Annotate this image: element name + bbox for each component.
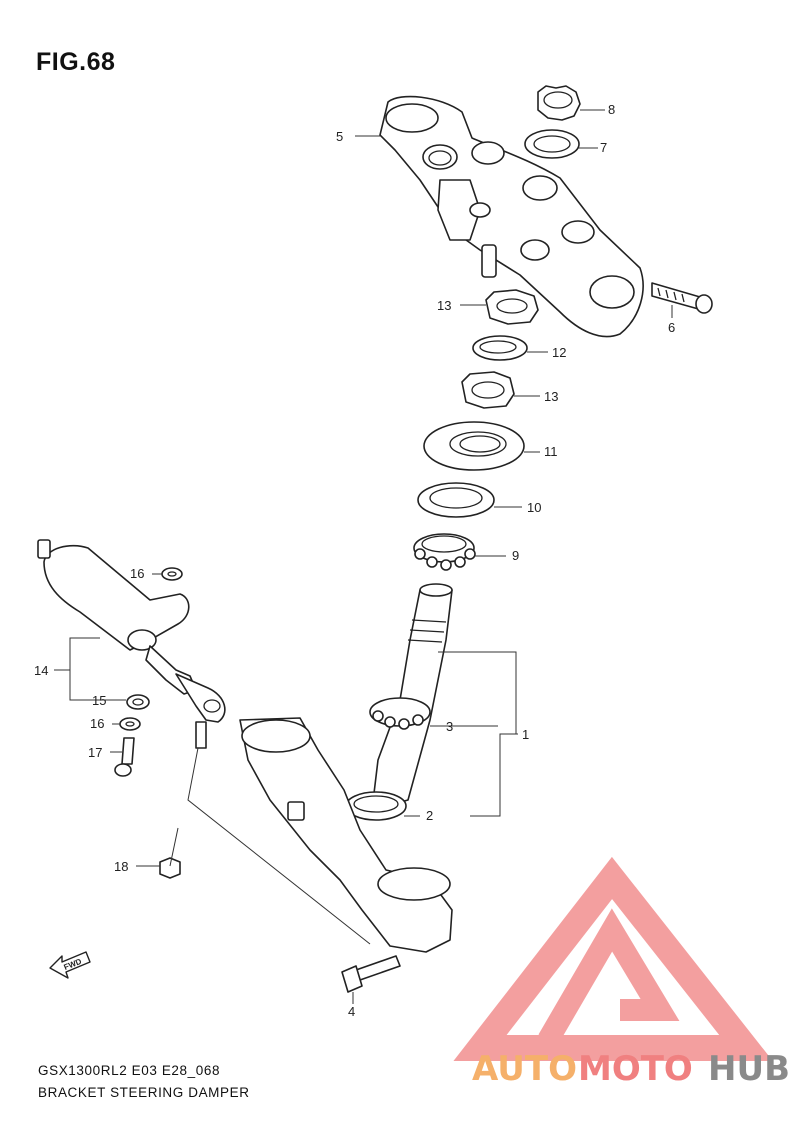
- bolt-part-17: [114, 737, 135, 777]
- callout-8: 8: [608, 102, 615, 117]
- washer-part-16-upper: [161, 567, 183, 581]
- bearing-race-part-10: [417, 482, 495, 518]
- figure-caption: BRACKET STEERING DAMPER: [38, 1085, 250, 1100]
- callout-2: 2: [426, 808, 433, 823]
- callout-11: 11: [544, 444, 558, 459]
- nut-part-18: [159, 857, 181, 879]
- steering-damper-part-14: [37, 539, 226, 749]
- leader-lines: [54, 109, 673, 1004]
- callout-16-upper: 16: [130, 566, 144, 581]
- bearing-race-part-2: [345, 791, 407, 821]
- callout-3: 3: [446, 719, 453, 734]
- steering-stem-part-1: [371, 583, 453, 811]
- lower-bracket-part: [239, 717, 453, 953]
- nut-part-8: [537, 85, 581, 121]
- callout-10: 10: [527, 500, 541, 515]
- callout-14: 14: [34, 663, 48, 678]
- bolt-part-4: [341, 955, 401, 993]
- callout-16-lower: 16: [90, 716, 104, 731]
- washer-part-7: [524, 129, 580, 159]
- washer-part-12: [472, 335, 528, 361]
- bearing-part-3: [369, 697, 431, 730]
- washer-part-15: [126, 694, 150, 710]
- bearing-part-9: [413, 533, 476, 571]
- watermark-logo: [453, 856, 773, 1061]
- callout-1: 1: [522, 727, 529, 742]
- dust-seal-part-11: [423, 421, 525, 471]
- callout-7: 7: [600, 140, 607, 155]
- watermark-brand-text: AUTO MOTO HUB: [472, 1049, 790, 1089]
- callout-13-lower: 13: [544, 389, 558, 404]
- callout-labels: 1 2 3 4 5 6 7 8 9 10 11 12 13 13 14 15 1…: [34, 102, 675, 1019]
- callout-12: 12: [552, 345, 566, 360]
- washer-part-16-lower: [119, 717, 141, 731]
- callout-18: 18: [114, 859, 128, 874]
- figure-title: FIG.68: [36, 48, 116, 76]
- callout-15: 15: [92, 693, 106, 708]
- callout-6: 6: [668, 320, 675, 335]
- callout-13-upper: 13: [437, 298, 451, 313]
- watermark-text-hub: HUB: [708, 1049, 790, 1089]
- bolt-part-6: [651, 282, 713, 314]
- watermark-text-moto: MOTO: [578, 1049, 693, 1089]
- upper-bracket-part: [379, 95, 644, 338]
- callout-5: 5: [336, 129, 343, 144]
- nut-part-13-lower: [461, 371, 515, 409]
- fwd-arrow-icon: FWD: [49, 951, 91, 979]
- callout-4: 4: [348, 1004, 355, 1019]
- nut-part-13-upper: [485, 289, 539, 325]
- callout-9: 9: [512, 548, 519, 563]
- callout-17: 17: [88, 745, 102, 760]
- model-code: GSX1300RL2 E03 E28_068: [38, 1063, 221, 1078]
- watermark-text-auto: AUTO: [472, 1049, 577, 1089]
